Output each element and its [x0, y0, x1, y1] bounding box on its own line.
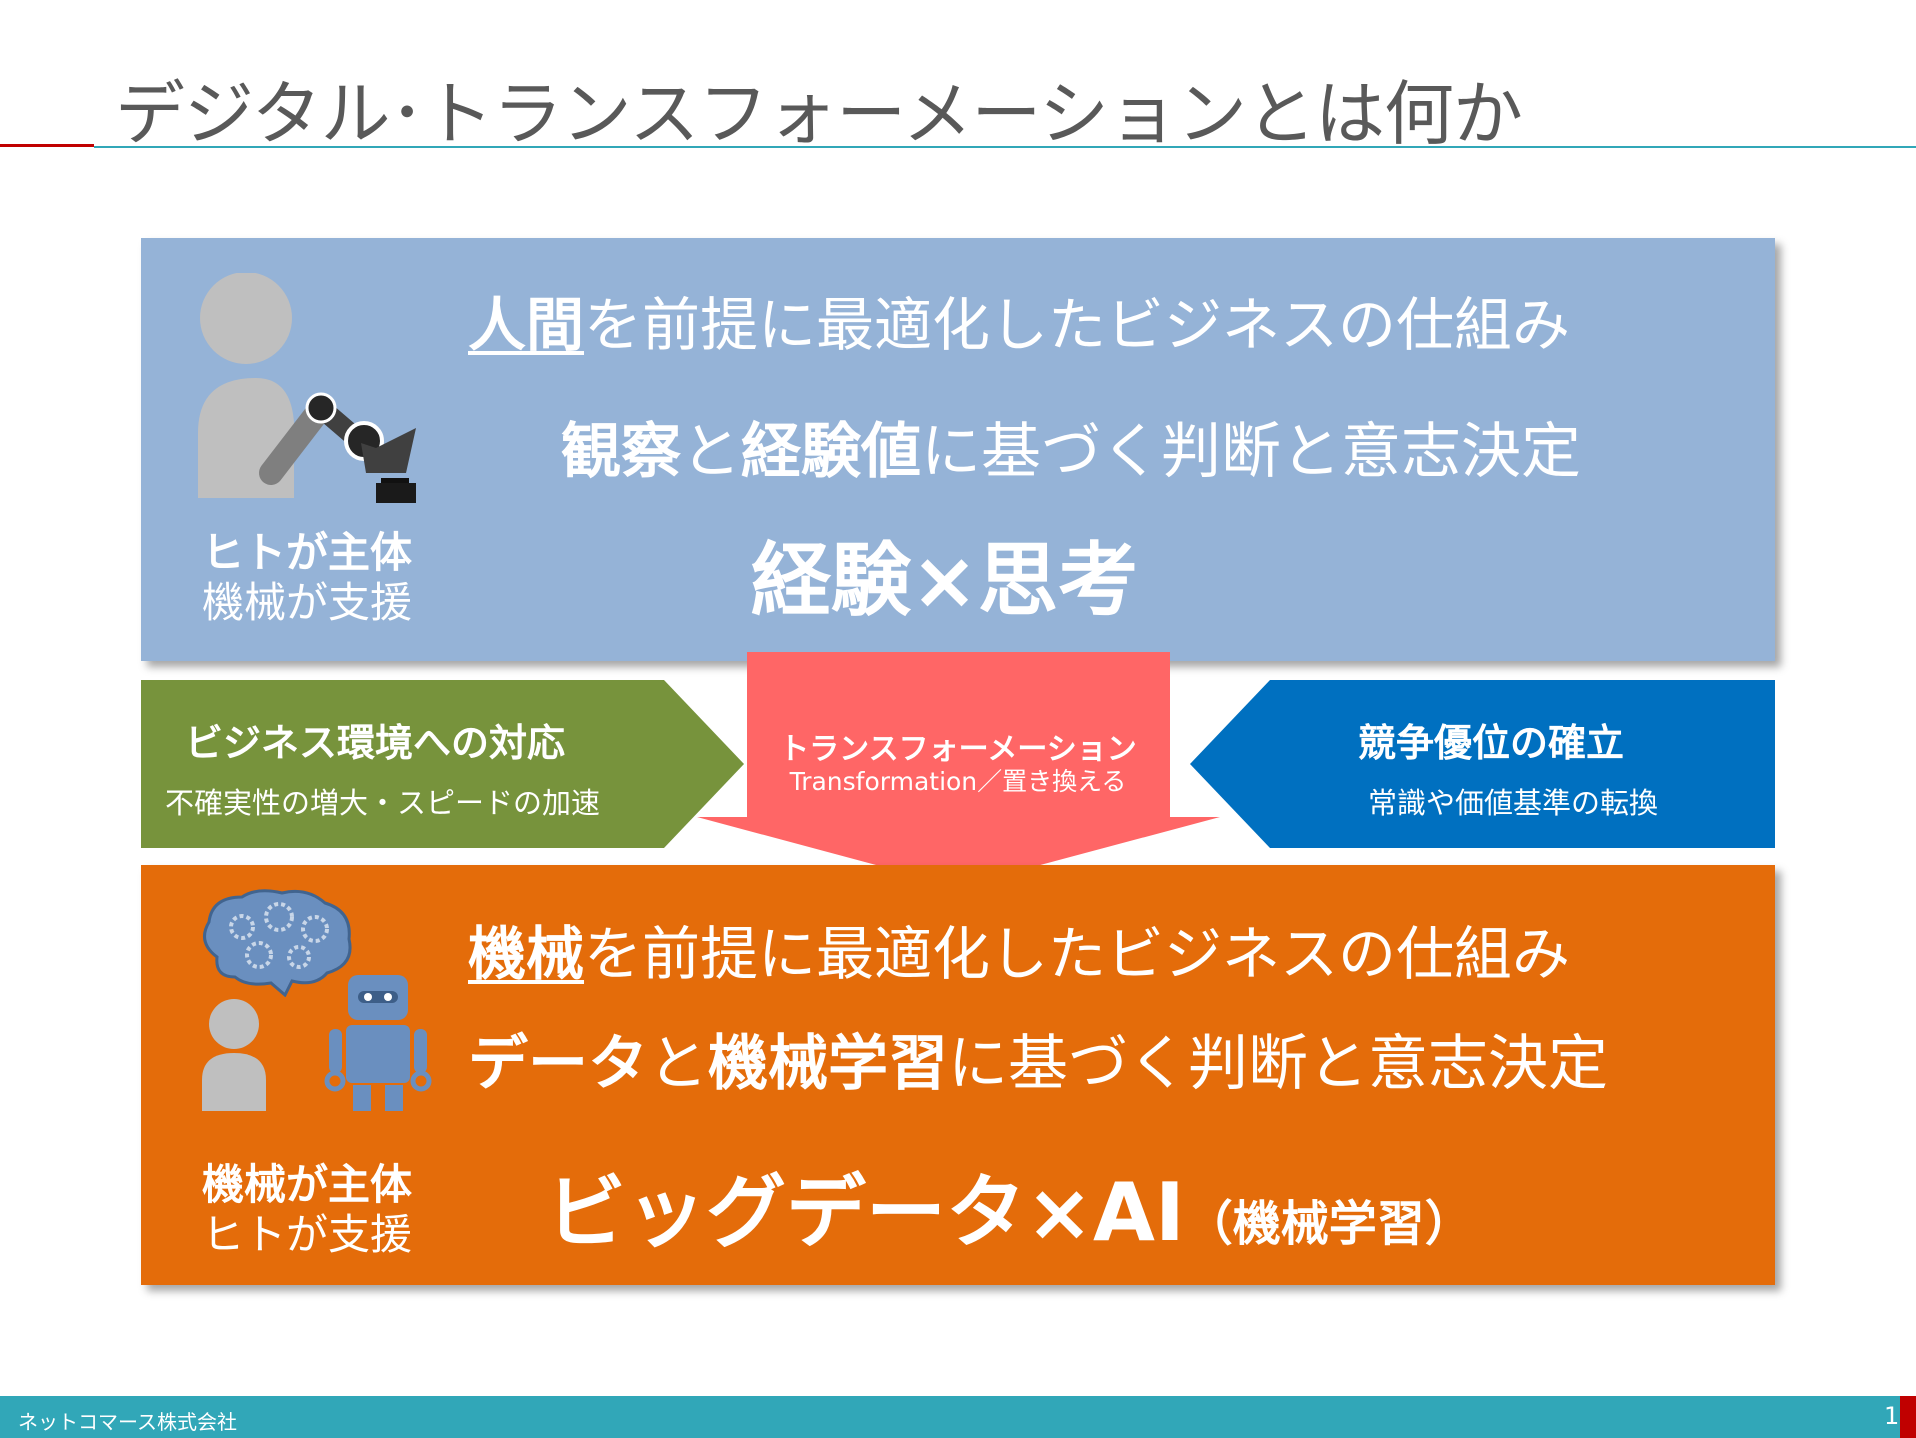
title-rule-accent [0, 144, 94, 147]
machine-line1-rest: を前提に最適化したビジネスの仕組み [584, 920, 1571, 988]
machine-side-regular: ヒトが支援 [201, 1210, 412, 1259]
person-icon [202, 999, 266, 1111]
machine-side-label: 機械が主体 ヒトが支援 [157, 1161, 457, 1261]
company-name: ネットコマース株式会社 [18, 1410, 237, 1434]
footer-accent [1900, 1396, 1916, 1438]
machine-line3: ビッグデータ×AI（機械学習） [546, 1148, 1473, 1264]
business-environment-arrow [141, 680, 744, 848]
center-arrow-sub: Transformation／置き換える [789, 767, 1127, 796]
page-number: 1 [1884, 1402, 1900, 1430]
footer-bar [0, 1396, 1916, 1438]
slide-title: デジタル･トランスフォーメーションとは何か [115, 73, 1523, 155]
human-line2-part1: 観察 [561, 417, 681, 487]
human-line2: 観察と経験値に基づく判断と意志決定 [561, 403, 1581, 490]
machine-line2: データと機械学習に基づく判断と意志決定 [468, 1015, 1608, 1102]
machine-centric-panel: 機械が主体 ヒトが支援 機械を前提に最適化したビジネスの仕組み データと機械学習… [141, 865, 1775, 1285]
center-arrow-title: トランスフォーメーション [779, 732, 1137, 767]
human-centric-panel: ヒトが主体 機械が支援 人間を前提に最適化したビジネスの仕組み 観察と経験値に基… [141, 238, 1775, 661]
robot-icon [324, 975, 432, 1111]
human-side-label: ヒトが主体 機械が支援 [157, 529, 457, 629]
machine-line2-part4: に基づく判断と意志決定 [948, 1029, 1608, 1099]
right-arrow-sub: 常識や価値基準の転換 [1368, 786, 1659, 820]
machine-line1-emphasis: 機械 [468, 920, 585, 988]
title-rule [94, 146, 1916, 148]
machine-line2-part1: データ [468, 1029, 648, 1099]
human-line3: 経験×思考 [751, 534, 1139, 627]
human-side-bold: ヒトが主体 [201, 528, 412, 577]
human-line1-rest: を前提に最適化したビジネスの仕組み [584, 291, 1571, 359]
competitive-advantage-arrow [1190, 680, 1775, 848]
gear-brain-icon [203, 889, 352, 997]
machine-side-bold: 機械が主体 [201, 1160, 412, 1209]
human-line2-part2: と [681, 417, 741, 487]
machine-line2-part2: と [648, 1029, 708, 1099]
human-line1-emphasis: 人間 [468, 291, 585, 359]
machine-line3-small: （機械学習） [1184, 1196, 1473, 1252]
human-line1: 人間を前提に最適化したビジネスの仕組み [468, 278, 1570, 362]
person-with-robot-arm-icon [198, 273, 416, 503]
human-line2-part4: に基づく判断と意志決定 [921, 417, 1581, 487]
left-arrow-title: ビジネス環境への対応 [185, 721, 566, 765]
machine-line2-part3: 機械学習 [708, 1029, 948, 1099]
human-line2-part3: 経験値 [741, 417, 921, 487]
human-side-regular: 機械が支援 [201, 578, 412, 627]
machine-line3-main: ビッグデータ×AI [546, 1166, 1185, 1259]
transformation-down-arrow [697, 652, 1220, 887]
left-arrow-sub: 不確実性の増大・スピードの加速 [165, 786, 601, 820]
machine-line1: 機械を前提に最適化したビジネスの仕組み [468, 907, 1570, 991]
right-arrow-title: 競争優位の確立 [1358, 721, 1625, 765]
